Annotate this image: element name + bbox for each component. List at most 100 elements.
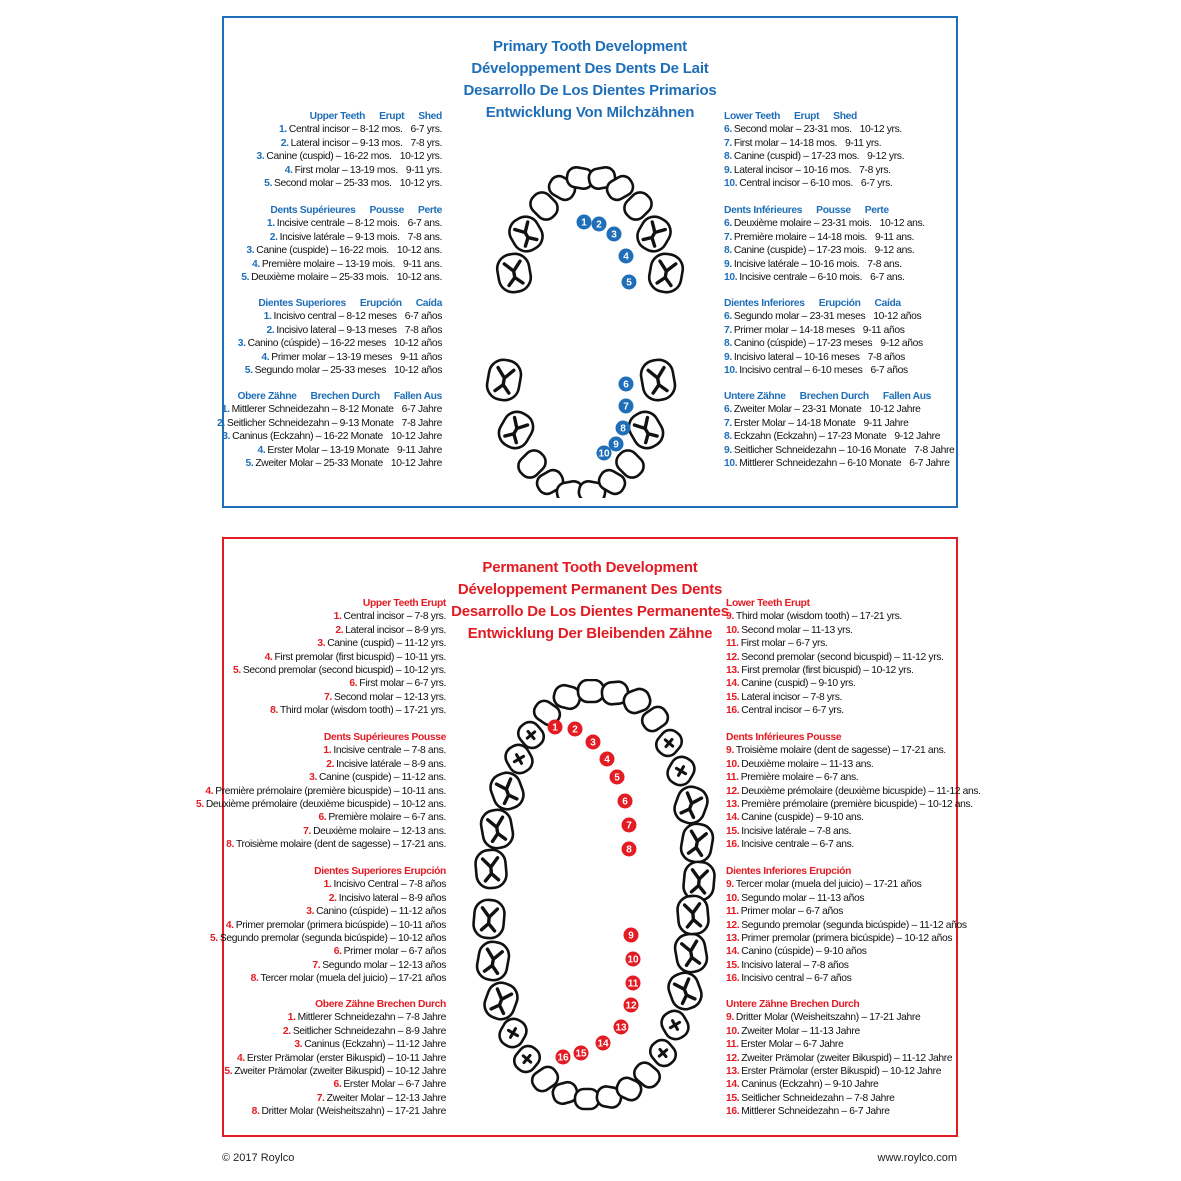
primary-lower-tooth-9 — [639, 358, 677, 402]
table-row: 3.Canine (cuspide) – 11-12 ans. — [196, 771, 446, 784]
tooth-number: 8. — [724, 151, 732, 163]
permanent-lower-tooth-3 — [498, 1017, 528, 1049]
tooth-number: 4. — [205, 785, 214, 797]
table-row: 12.Zweiter Prämolar (zweiter Bikuspid) –… — [726, 1052, 953, 1065]
table-row: 12.Second premolar (second bicuspid) – 1… — [726, 651, 944, 664]
tooth-number: 16. — [726, 973, 740, 985]
primary-upper-tooth-8 — [636, 215, 672, 253]
table-row: 2.Incisive latérale – 9-13 mois.7-8 ans. — [241, 231, 443, 244]
permanent-lower-tooth-5 — [530, 1065, 560, 1093]
tooth-number: 11. — [726, 906, 739, 918]
tooth-number-badge-circle — [615, 420, 631, 436]
table-row: 4.First premolar (first bicuspid) – 10-1… — [233, 651, 447, 664]
tooth-number: 10. — [726, 624, 740, 636]
tooth-number-badge-circle — [596, 445, 612, 461]
header-cell: Obere Zähne — [237, 391, 297, 402]
tooth-number: 6. — [333, 1079, 342, 1091]
tooth-description: Mittlerer Schneidezahn – 7-8 Jahre — [297, 1012, 447, 1024]
tooth-number: 3. — [256, 151, 265, 163]
tooth-description: Caninus (Eckzahn) – 11-12 Jahre — [304, 1039, 446, 1051]
tooth-number-badge-circle — [573, 1045, 589, 1061]
tooth-number: 15. — [726, 691, 740, 703]
tooth-description: Primer molar – 6-7 años — [740, 906, 844, 918]
table-row: 10.Segundo molar – 11-13 años — [726, 892, 967, 905]
tooth-shed: 9-11 yrs. — [845, 137, 882, 149]
tooth-number: 8. — [251, 1106, 260, 1118]
tooth-number-badge: 7 — [626, 821, 632, 832]
tooth-number: 8. — [270, 705, 278, 717]
primary-lower-tooth-0 — [485, 358, 523, 402]
table-row: 14.Canine (cuspide) – 9-10 ans. — [726, 811, 981, 824]
table-row: 6.Primer molar – 6-7 años — [210, 945, 447, 958]
tooth-number: 5. — [244, 365, 253, 377]
tooth-shed: 7-8 yrs. — [410, 137, 442, 149]
permanent-title-fr: Développement Permanent Des Dents — [457, 581, 723, 598]
tooth-erupt: Canine (cuspide) – 17-23 mois. — [733, 245, 867, 257]
tooth-number: 9. — [726, 1012, 734, 1024]
tooth-number-badge-circle — [613, 1019, 629, 1035]
tooth-number: 5. — [241, 272, 250, 284]
tooth-number-badge: 9 — [628, 931, 634, 942]
tooth-erupt: Deuxième molaire – 25-33 mois. — [251, 272, 389, 284]
permanent-title-es: Desarrollo De Los Dientes Permanentes — [451, 603, 729, 620]
tooth-number: 9. — [726, 745, 734, 757]
table-row: 11.Primer molar – 6-7 años — [726, 905, 967, 918]
tooth-description: Canine (cuspid) – 9-10 yrs. — [741, 678, 856, 690]
tooth-number: 10. — [724, 178, 738, 190]
tooth-number: 2. — [216, 417, 225, 429]
header-cell: Caída — [874, 298, 902, 309]
tooth-number: 4. — [237, 1052, 245, 1064]
tooth-number: 3. — [237, 338, 246, 350]
table-row: 9.Troisième molaire (dent de sagesse) – … — [726, 744, 981, 757]
table-row: 8.Canine (cuspid) – 17-23 mos.9-12 yrs. — [724, 150, 904, 163]
tooth-erupt: Seitlicher Schneidezahn – 10-16 Monate — [733, 444, 907, 456]
tooth-number: 16. — [726, 1106, 740, 1118]
table-row: 15.Lateral incisor – 7-8 yrs. — [726, 691, 944, 704]
tooth-erupt: Second molar – 23-31 mos. — [733, 124, 852, 136]
tooth-description: Première molaire – 6-7 ans. — [740, 772, 859, 784]
tooth-number-badge-circle — [625, 951, 641, 967]
table-row: 1.Mittlerer Schneidezahn – 7-8 Jahre — [224, 1011, 447, 1024]
tooth-erupt: Central incisor – 8-12 mos. — [288, 124, 403, 136]
tooth-number-badge: 7 — [623, 402, 629, 413]
tooth-erupt: Canino (cúspide) – 17-23 meses — [733, 338, 873, 350]
tooth-number-badge: 6 — [623, 380, 629, 391]
tooth-erupt: Segundo molar – 25-33 meses — [254, 365, 387, 377]
tooth-number: 9. — [724, 351, 732, 363]
tooth-description: Seitlicher Schneidezahn – 7-8 Jahre — [741, 1092, 895, 1104]
tooth-number-badge-circle — [618, 398, 634, 414]
table-row: 9.Lateral incisor – 10-16 mos.7-8 yrs. — [724, 164, 904, 177]
tooth-number-badge: 4 — [623, 252, 629, 263]
table-row: 2.Lateral incisor – 8-9 yrs. — [233, 624, 446, 637]
tooth-number: 16. — [726, 705, 740, 717]
table-header: Dents Supérieures Pousse — [323, 732, 446, 743]
tooth-description: Central incisor – 6-7 yrs. — [741, 705, 844, 717]
tooth-shed: 9-11 ans. — [402, 258, 442, 270]
tooth-number: 7. — [724, 137, 732, 149]
tooth-description: Canino (cúspide) – 9-10 años — [741, 946, 867, 958]
table-header: Dents Inférieures Pousse — [726, 732, 842, 743]
permanent-tooth-panel: Permanent Tooth Development Développemen… — [196, 537, 981, 1137]
tooth-erupt: Canine (cuspide) – 16-22 mois. — [256, 245, 389, 257]
tooth-number: 2. — [326, 758, 335, 770]
tooth-number: 9. — [726, 879, 734, 891]
tooth-erupt: Zweiter Molar – 23-31 Monate — [733, 404, 862, 416]
tooth-number-badge-circle — [623, 927, 639, 943]
table-row: 15.Incisivo lateral – 7-8 años — [726, 959, 967, 972]
header-cell: Erupción — [359, 298, 402, 309]
primary-upper-tooth-7 — [623, 191, 653, 221]
permanent-lower-tooth-10 — [632, 1061, 662, 1089]
tooth-number-badge: 1 — [552, 723, 558, 734]
table-row: 10.Deuxième molaire – 11-13 ans. — [726, 758, 981, 771]
header-cell: Untere Zähne — [724, 391, 786, 402]
table-row: 1.Incisive centrale – 8-12 mois.6-7 ans. — [241, 217, 443, 230]
table-row: 13.First premolar (first bicuspid) – 10-… — [726, 664, 944, 677]
table-row: 4.Primer premolar (primera bicúspide) – … — [210, 919, 446, 932]
